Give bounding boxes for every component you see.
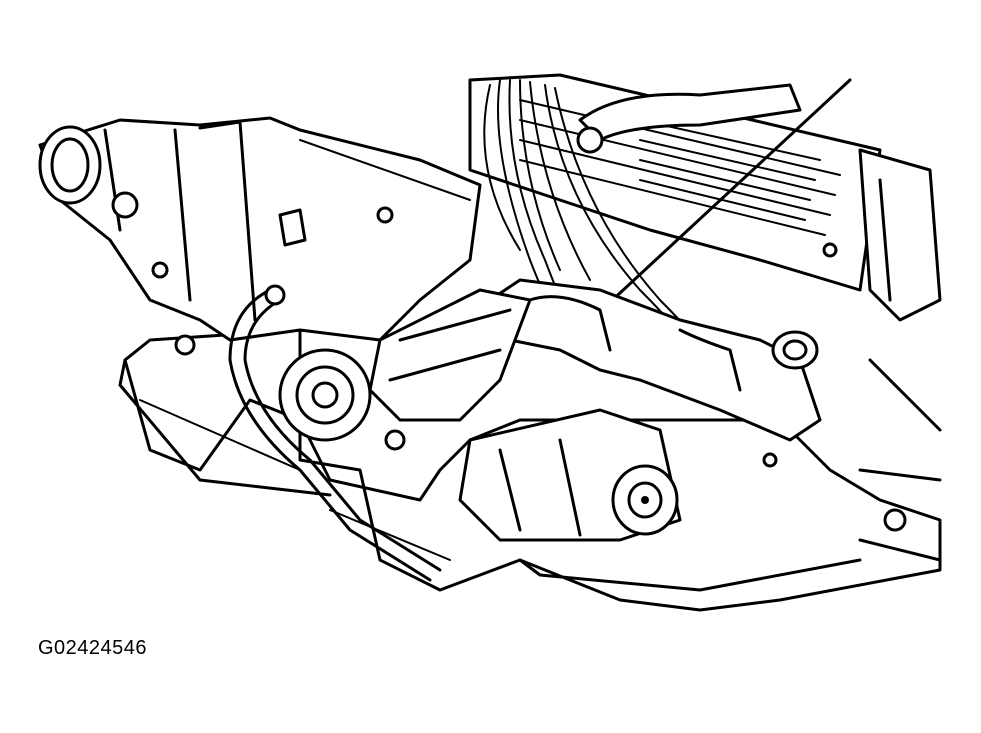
valve-cover — [468, 73, 882, 292]
figure-id-label: G02424546 — [38, 637, 148, 659]
transmission-housing — [38, 116, 482, 342]
starter-motor — [458, 408, 682, 542]
exhaust-pipe — [368, 288, 532, 422]
inspection-cover-pulley — [278, 348, 372, 442]
mounting-bolts — [151, 206, 838, 468]
exhaust-manifold — [488, 278, 822, 442]
right-brackets — [858, 148, 942, 562]
cooler-line — [228, 284, 442, 582]
